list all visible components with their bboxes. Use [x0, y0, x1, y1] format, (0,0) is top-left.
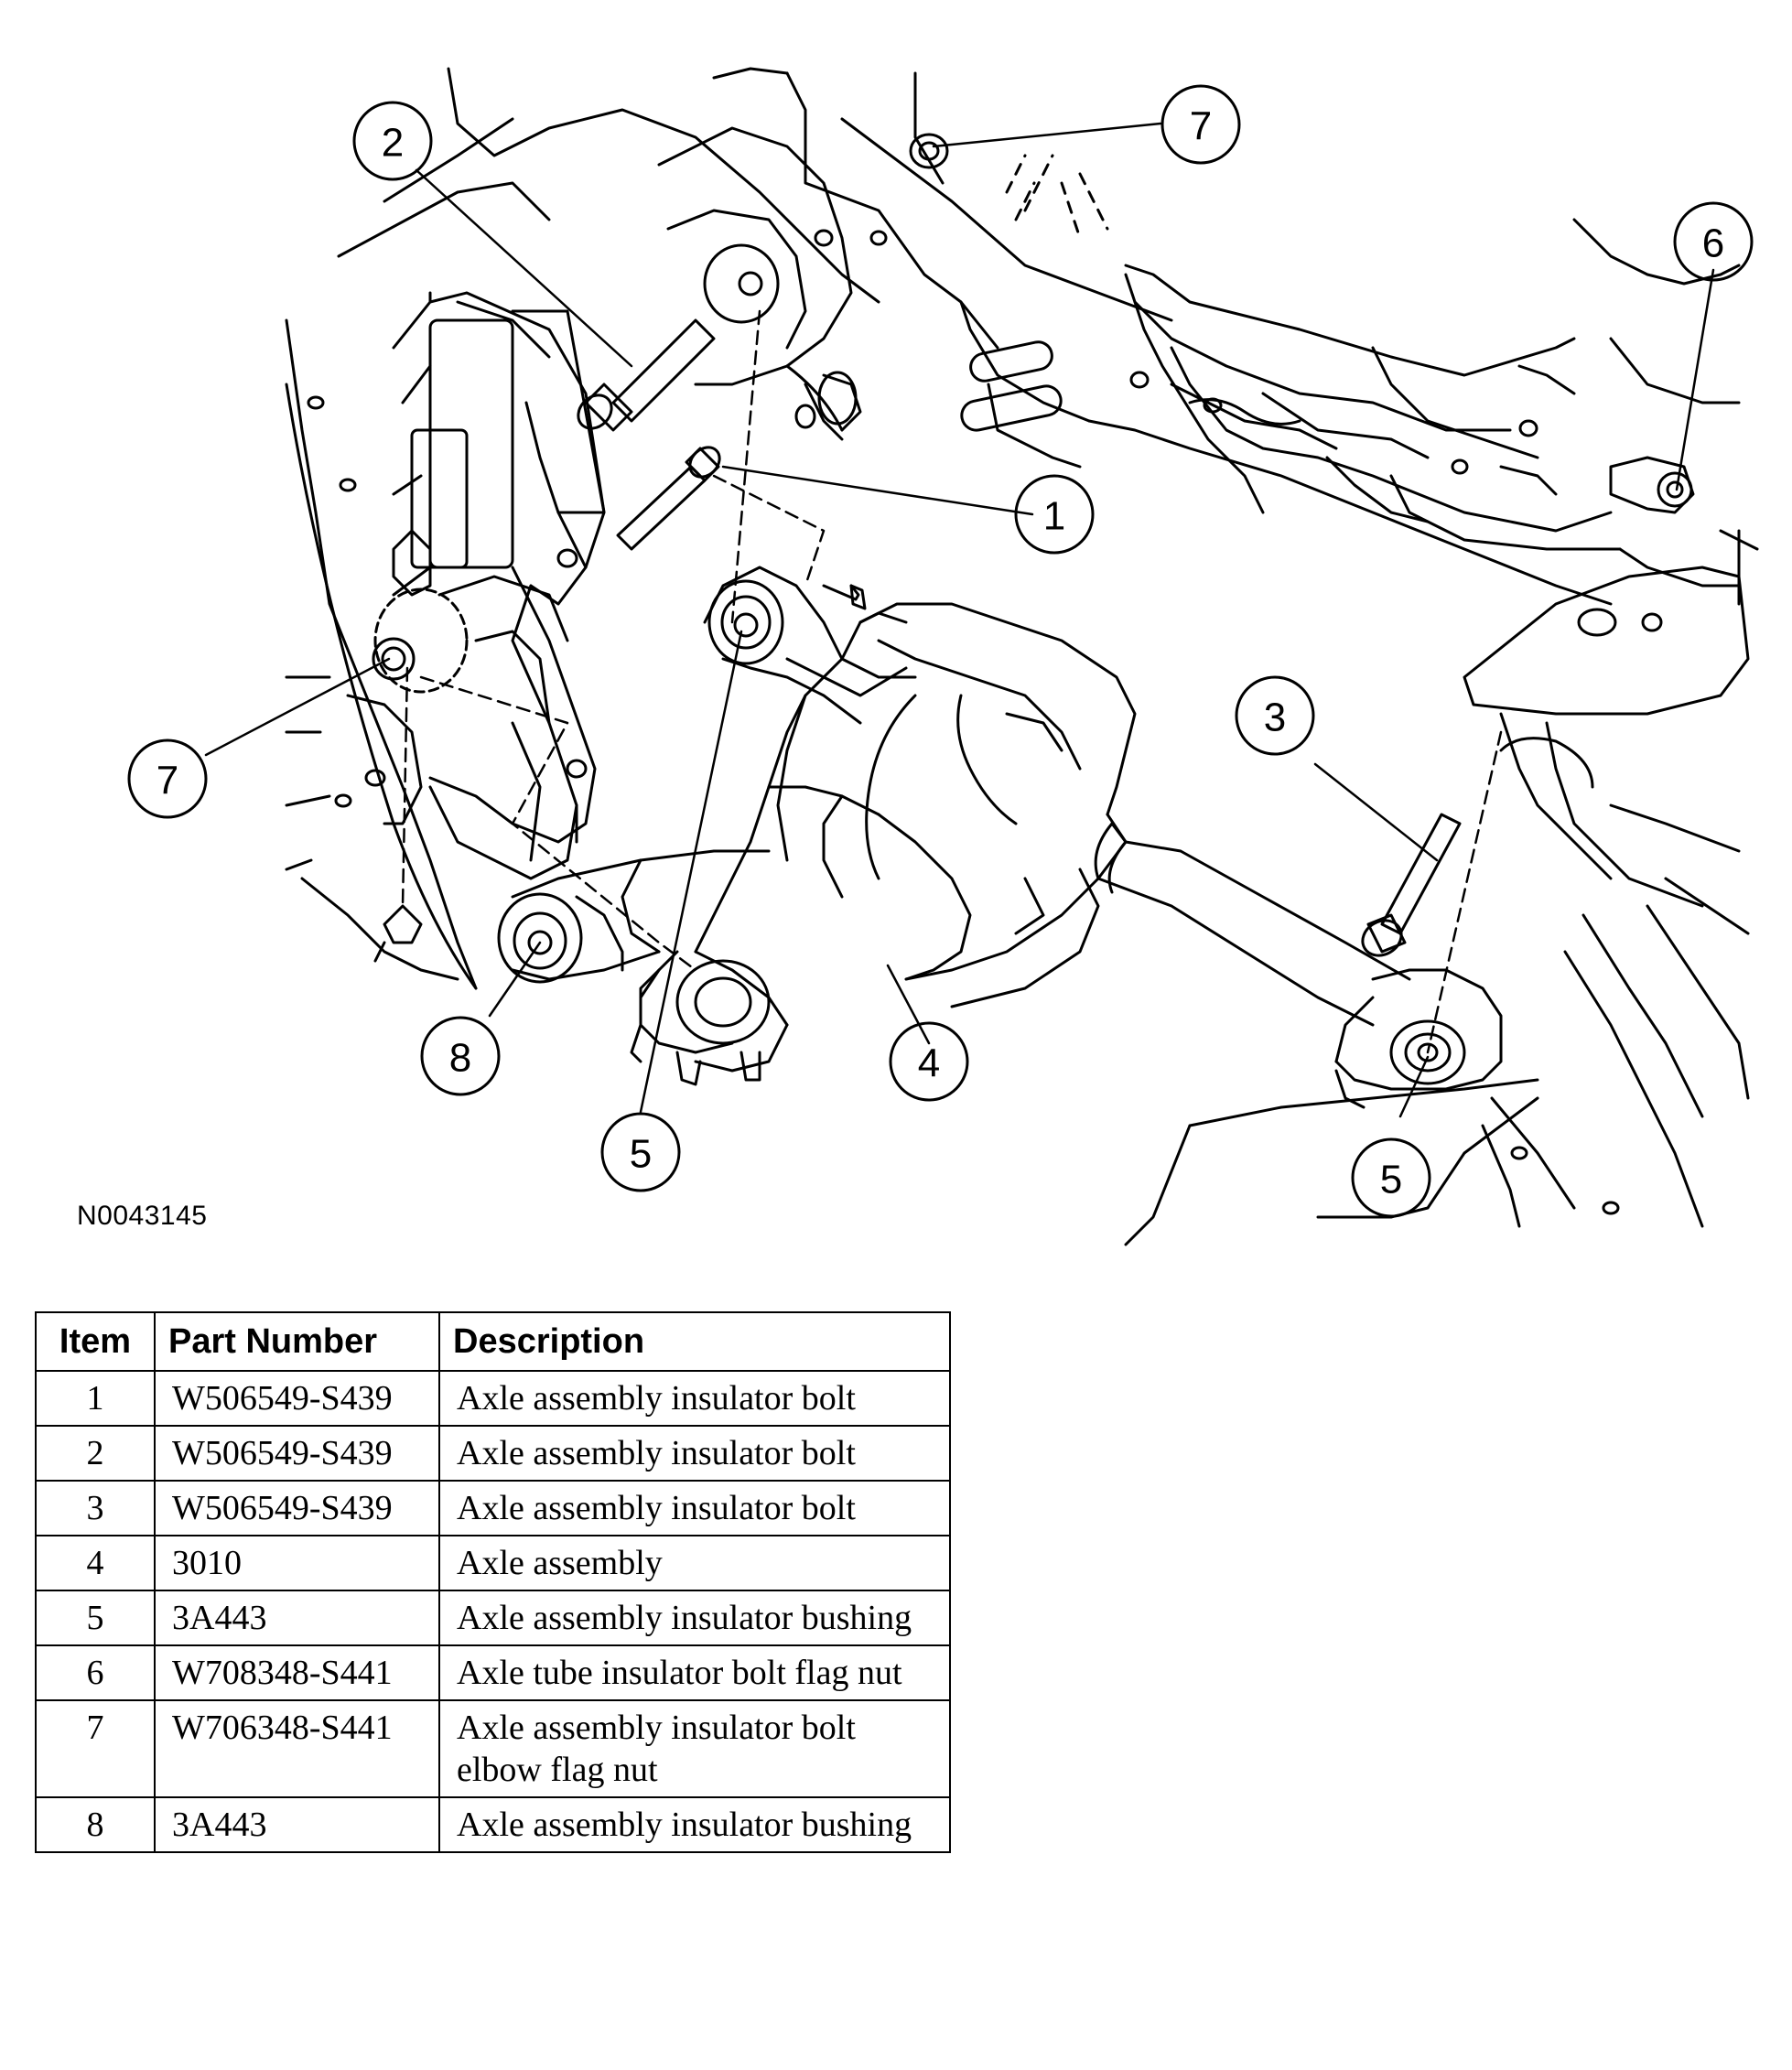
callout-circles	[127, 84, 1754, 1218]
table-row: 8 3A443 Axle assembly insulator bushing	[35, 1796, 951, 1853]
row-item: 1	[35, 1370, 156, 1427]
callout-5-left: 5	[630, 1132, 652, 1177]
row-part-number: W506549-S439	[154, 1425, 440, 1482]
row-description: Axle assembly insulator bolt	[438, 1425, 951, 1482]
nut-item-7-lower	[372, 637, 423, 963]
row-part-number: W706348-S441	[154, 1699, 440, 1798]
table-row: 4 3010 Axle assembly	[35, 1535, 951, 1591]
row-description: Axle assembly insulator bushing	[438, 1590, 951, 1646]
row-part-number: W708348-S441	[154, 1644, 440, 1701]
callout-5-right: 5	[1380, 1158, 1402, 1202]
row-item: 8	[35, 1796, 156, 1853]
row-description: Axle assembly insulator bolt	[438, 1480, 951, 1536]
row-part-number: W506549-S439	[154, 1370, 440, 1427]
callout-8: 8	[449, 1036, 471, 1081]
figure-id: N0043145	[77, 1201, 208, 1231]
callout-3: 3	[1264, 695, 1286, 740]
row-description: Axle tube insulator bolt flag nut	[438, 1644, 951, 1701]
exploded-view-diagram: 2 1 3 4 5 5 6 7 7 8	[127, 67, 1759, 1246]
bolt-item-1	[616, 446, 721, 551]
callout-7-lower: 7	[157, 759, 178, 803]
row-item: 2	[35, 1425, 156, 1482]
row-item: 4	[35, 1535, 156, 1591]
nut-item-6	[1609, 456, 1695, 514]
row-description: Axle assembly insulator bolt elbow flag …	[438, 1699, 951, 1798]
leader-lines	[204, 122, 1715, 1118]
frame-crossmember	[712, 67, 1759, 606]
callout-6: 6	[1702, 221, 1724, 266]
row-description: Axle assembly insulator bolt	[438, 1370, 951, 1427]
table-row: 7 W706348-S441 Axle assembly insulator b…	[35, 1699, 951, 1798]
body-structure-left	[285, 67, 880, 990]
row-item: 6	[35, 1644, 156, 1701]
table-row: 2 W506549-S439 Axle assembly insulator b…	[35, 1425, 951, 1482]
row-description: Axle assembly insulator bushing	[438, 1796, 951, 1853]
nut-item-7-upper	[909, 133, 949, 169]
table-row: 3 W506549-S439 Axle assembly insulator b…	[35, 1480, 951, 1536]
row-item: 5	[35, 1590, 156, 1646]
table-row: 5 3A443 Axle assembly insulator bushing	[35, 1590, 951, 1646]
table-header-row: Item Part Number Description	[35, 1311, 951, 1372]
row-part-number: 3A443	[154, 1796, 440, 1853]
row-part-number: 3010	[154, 1535, 440, 1591]
bolt-item-2	[577, 318, 716, 432]
row-item: 7	[35, 1699, 156, 1798]
callout-4: 4	[918, 1041, 940, 1086]
callout-2: 2	[382, 121, 404, 166]
table-row: 6 W708348-S441 Axle tube insulator bolt …	[35, 1644, 951, 1701]
header-part-number: Part Number	[154, 1311, 440, 1372]
parts-table: Item Part Number Description 1 W506549-S…	[35, 1311, 951, 1853]
row-part-number: 3A443	[154, 1590, 440, 1646]
callout-1: 1	[1043, 494, 1065, 539]
header-item: Item	[35, 1311, 156, 1372]
callout-labels: 2 1 3 4 5 5 6 7 7 8	[157, 104, 1724, 1202]
header-description: Description	[438, 1311, 951, 1372]
table-row: 1 W506549-S439 Axle assembly insulator b…	[35, 1370, 951, 1427]
row-description: Axle assembly	[438, 1535, 951, 1591]
bolt-item-3	[1361, 813, 1462, 957]
callout-7-upper: 7	[1190, 104, 1212, 149]
row-part-number: W506549-S439	[154, 1480, 440, 1536]
alignment-lines	[401, 309, 1503, 1054]
row-item: 3	[35, 1480, 156, 1536]
axle-assembly	[497, 566, 1503, 1109]
upper-mount-bracket	[657, 126, 888, 441]
right-mount-bracket	[1124, 566, 1750, 1246]
